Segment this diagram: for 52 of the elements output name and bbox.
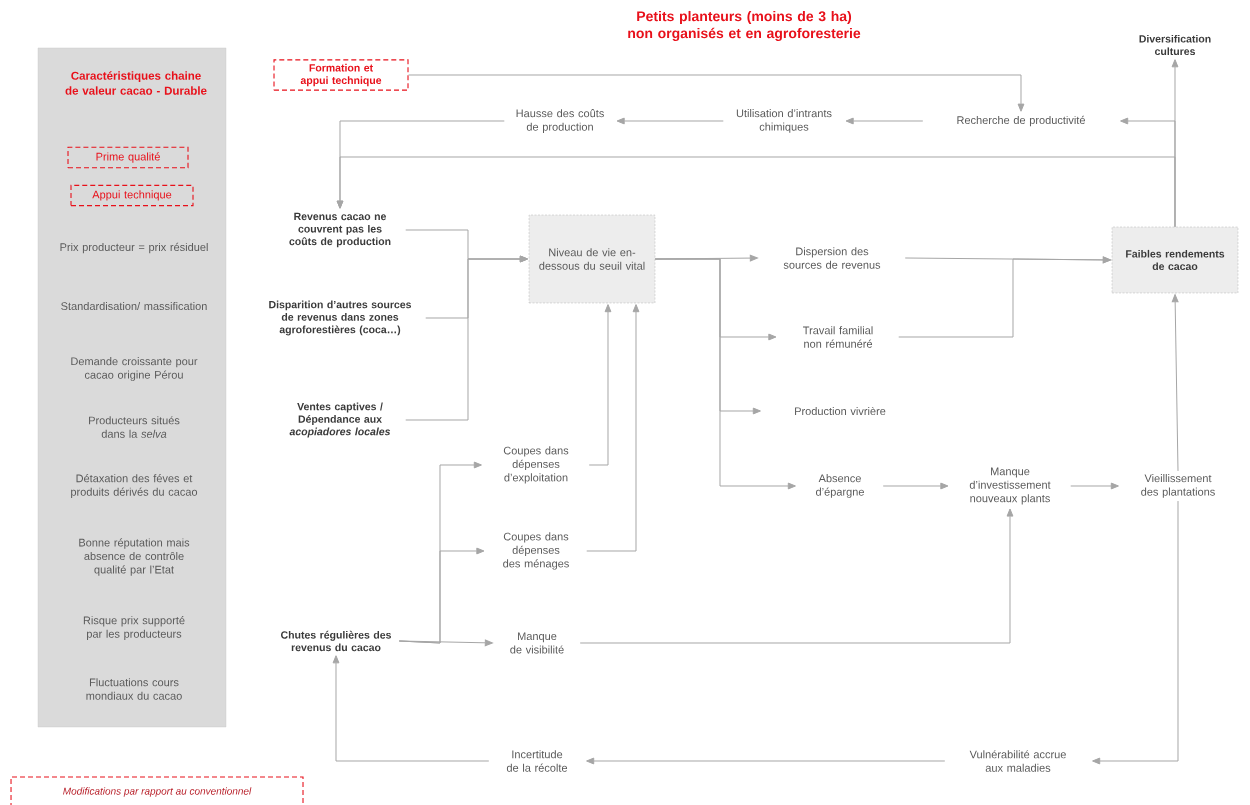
cause-text: Coupes dans dépenses d’exploitation (503, 446, 569, 484)
factor-text: Disparition d’autres sources de revenus dans zones agroforestières (coca…) (269, 300, 412, 336)
central-box: Niveau de vie en-dessous du seuil vital (528, 214, 656, 304)
panel-item: Demande croissante pour cacao origine Pérou (71, 357, 198, 381)
cause-text: Manque d’investissement nouveaux plants (969, 467, 1051, 505)
panel-item: Risque prix supporté par les producteurs (83, 616, 185, 640)
panel-item: Bonne réputation mais absence de contrôle qualité par l’Etat (79, 538, 190, 576)
panel-item: Standardisation/ massification (61, 301, 207, 311)
arrow (845, 117, 924, 125)
cause-text: Vulnérabilité accrue aux maladies (969, 750, 1066, 772)
cause-text: Absence d’épargne (816, 474, 864, 498)
arrow (1171, 294, 1179, 472)
arrow (616, 117, 724, 125)
arrow (408, 74, 1025, 112)
cause-text: Incertitude de la récolte (506, 750, 568, 772)
factor-text: Chutes régulières des revenus du cacao (281, 630, 391, 652)
cause-text: Recherche de productivité (957, 115, 1085, 127)
cause-text: Vieillissement des plantations (1141, 474, 1215, 498)
arrow (405, 255, 528, 421)
arrow (1070, 482, 1119, 490)
arrow (332, 655, 490, 762)
arrow (898, 256, 1111, 338)
dashed-box: Formation et appui technique (273, 59, 409, 91)
arrow (1171, 59, 1179, 228)
panel-heading: Caractéristiques chaine de valeur cacao - Durable (65, 71, 207, 95)
dashed-box: Prime qualité (67, 146, 189, 169)
panel-item: Fluctuations cours mondiaux du cacao (86, 678, 182, 700)
arrow (882, 482, 949, 490)
cause-text: Coupes dans dépenses des ménages (503, 532, 569, 570)
panel-item: Producteurs situés dans la selva (89, 416, 180, 438)
arrow (586, 757, 946, 765)
cause-text: Utilisation d’intrants chimiques (736, 109, 832, 133)
cause-text: Manque de visibilité (510, 632, 564, 654)
arrow (1092, 500, 1179, 765)
factor-text: Revenus cacao ne couvrent pas les coûts de production (289, 212, 391, 248)
panel-item: Détaxation des féves et produits dérivés du cacao (71, 474, 198, 498)
factor-text: Diversification cultures (1139, 34, 1211, 56)
cause-text: Dispersion des sources de revenus (783, 247, 881, 269)
arrow (586, 304, 640, 552)
panel-item: Prix producteur = prix résiduel (60, 242, 208, 254)
arrow (588, 304, 612, 466)
legend-box: Modifications par rapport au conventionnel (10, 776, 304, 805)
dashed-box: Appui technique (70, 184, 194, 207)
cause-text: Production vivrière (795, 406, 886, 416)
arrow (398, 639, 493, 647)
arrow (654, 258, 796, 490)
factor-text: Ventes captives / Dépendance aux acopiadores locales (289, 402, 391, 438)
cause-text: Travail familial non rémunéré (803, 326, 873, 348)
arrow (579, 508, 1014, 644)
title: Petits planteurs (moins de 3 ha) non organisés et en agroforesterie (628, 10, 861, 42)
central-box: Faibles rendements de cacao (1111, 226, 1239, 294)
cause-text: Hausse des coûts de production (516, 109, 604, 133)
